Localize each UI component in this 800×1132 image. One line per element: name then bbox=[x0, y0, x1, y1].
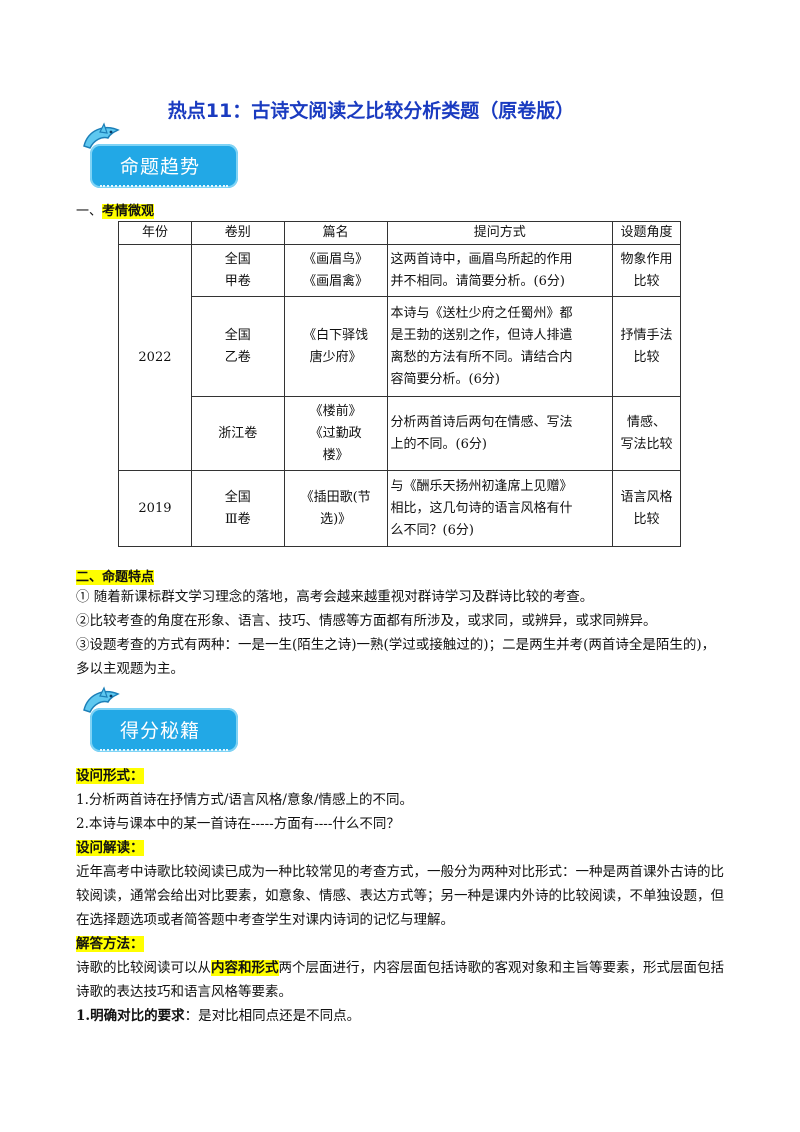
banner-pill bbox=[90, 144, 238, 188]
section1-label: 考情微观 bbox=[102, 204, 155, 219]
form-block: 设问形式： 1.分析两首诗在抒情方式/语言风格/意象/情感上的不同。 2.本诗与… bbox=[76, 764, 726, 1028]
banner-label: 得分秘籍 bbox=[120, 720, 201, 742]
dolphin-icon bbox=[83, 686, 120, 713]
list-item: ②比较考查的角度在形象、语言、技巧、情感等方面都有所涉及，或求同，或辨异，或求同… bbox=[76, 613, 657, 629]
table-row: 浙江卷 《楼前》《过勤政楼》 分析两首诗后两句在情感、写法上的不同。(6分) 情… bbox=[119, 396, 681, 471]
table-header-row: 年份 卷别 篇名 提问方式 设题角度 bbox=[118, 221, 681, 245]
question-cell: 分析两首诗后两句在情感、写法上的不同。(6分) bbox=[386, 396, 614, 471]
method-heading: 解答方法： bbox=[76, 936, 144, 952]
list-item: 2.本诗与课本中的某一首诗在-----方面有----什么不同？ bbox=[76, 816, 400, 832]
method-highlight: 内容和形式 bbox=[211, 960, 279, 976]
title-cell: 《楼前》《过勤政楼》 bbox=[283, 396, 388, 471]
question-cell: 与《酬乐天扬州初逢席上见赠》相比，这几句诗的语言风格有什么不同？(6分) bbox=[386, 470, 614, 547]
table-header: 提问方式 bbox=[386, 221, 614, 245]
section2-list: ① 随着新课标群文学习理念的落地，高考会越来越重视对群诗学习及群诗比较的考查。 … bbox=[76, 585, 726, 681]
table-row: 2022 全国甲卷 《画眉鸟》《画眉禽》 这两首诗中，画眉鸟所起的作用并不相同。… bbox=[118, 244, 681, 471]
table-header: 设题角度 bbox=[612, 221, 681, 245]
form-heading: 设问形式： bbox=[76, 768, 144, 784]
method-point: 1.明确对比的要求：是对比相同点还是不同点。 bbox=[76, 1008, 361, 1024]
method-text: 诗歌的比较阅读可以从内容和形式两个层面进行，内容层面包括诗歌的客观对象和主旨等要… bbox=[76, 960, 724, 1000]
paper-cell: 全国甲卷 bbox=[190, 244, 285, 297]
table-header: 篇名 bbox=[283, 221, 388, 245]
title-cell: 《画眉鸟》《画眉禽》 bbox=[283, 244, 388, 297]
section1-prefix: 一、 bbox=[76, 204, 103, 219]
banner-label: 命题趋势 bbox=[120, 156, 201, 178]
interpret-heading: 设问解读： bbox=[76, 840, 144, 856]
question-cell: 这两首诗中，画眉鸟所起的作用并不相同。请简要分析。(6分) bbox=[386, 244, 614, 297]
list-item: ③设题考查的方式有两种：一是一生(陌生之诗)一熟(学过或接触过的)；二是两生并考… bbox=[76, 637, 716, 677]
angle-cell: 抒情手法比较 bbox=[612, 296, 681, 397]
year-cell: 2019 bbox=[118, 470, 192, 547]
section2-heading: 二、命题特点 bbox=[76, 570, 155, 585]
paper-cell: 全国乙卷 bbox=[190, 296, 285, 397]
banner-secrets: 得分秘籍 bbox=[80, 686, 240, 756]
angle-cell: 情感、写法比较 bbox=[612, 396, 681, 471]
interpret-text: 近年高考中诗歌比较阅读已成为一种比较常见的考查方式，一般分为两种对比形式：一种是… bbox=[76, 864, 724, 928]
banner-wave bbox=[100, 179, 228, 187]
banner-wave bbox=[100, 743, 228, 751]
question-cell: 本诗与《送杜少府之任蜀州》都是王勃的送别之作，但诗人排遣离愁的方法有所不同。请结… bbox=[386, 296, 614, 397]
banner-pill bbox=[90, 708, 238, 752]
year-cell: 2022 bbox=[118, 244, 192, 471]
table-header: 年份 bbox=[118, 221, 192, 245]
section1-heading: 一、考情微观 bbox=[76, 200, 155, 219]
angle-cell: 语言风格比较 bbox=[612, 470, 681, 547]
exam-table: 年份 卷别 篇名 提问方式 设题角度 2022 全国甲卷 《画眉鸟》《画眉禽》 … bbox=[118, 221, 681, 547]
banner-trend: 命题趋势 bbox=[80, 122, 240, 192]
paper-cell: 浙江卷 bbox=[190, 396, 285, 471]
list-item: 1.分析两首诗在抒情方式/语言风格/意象/情感上的不同。 bbox=[76, 792, 414, 808]
page-title: 热点11：古诗文阅读之比较分析类题（原卷版） bbox=[167, 100, 575, 122]
title-cell: 《插田歌(节选)》 bbox=[283, 470, 388, 547]
list-item: ① 随着新课标群文学习理念的落地，高考会越来越重视对群诗学习及群诗比较的考查。 bbox=[76, 589, 594, 605]
table-header: 卷别 bbox=[190, 221, 285, 245]
table-row: 全国乙卷 《白下驿饯唐少府》 本诗与《送杜少府之任蜀州》都是王勃的送别之作，但诗… bbox=[119, 296, 681, 397]
title-cell: 《白下驿饯唐少府》 bbox=[283, 296, 388, 397]
dolphin-icon bbox=[83, 122, 120, 149]
angle-cell: 物象作用比较 bbox=[612, 244, 681, 297]
